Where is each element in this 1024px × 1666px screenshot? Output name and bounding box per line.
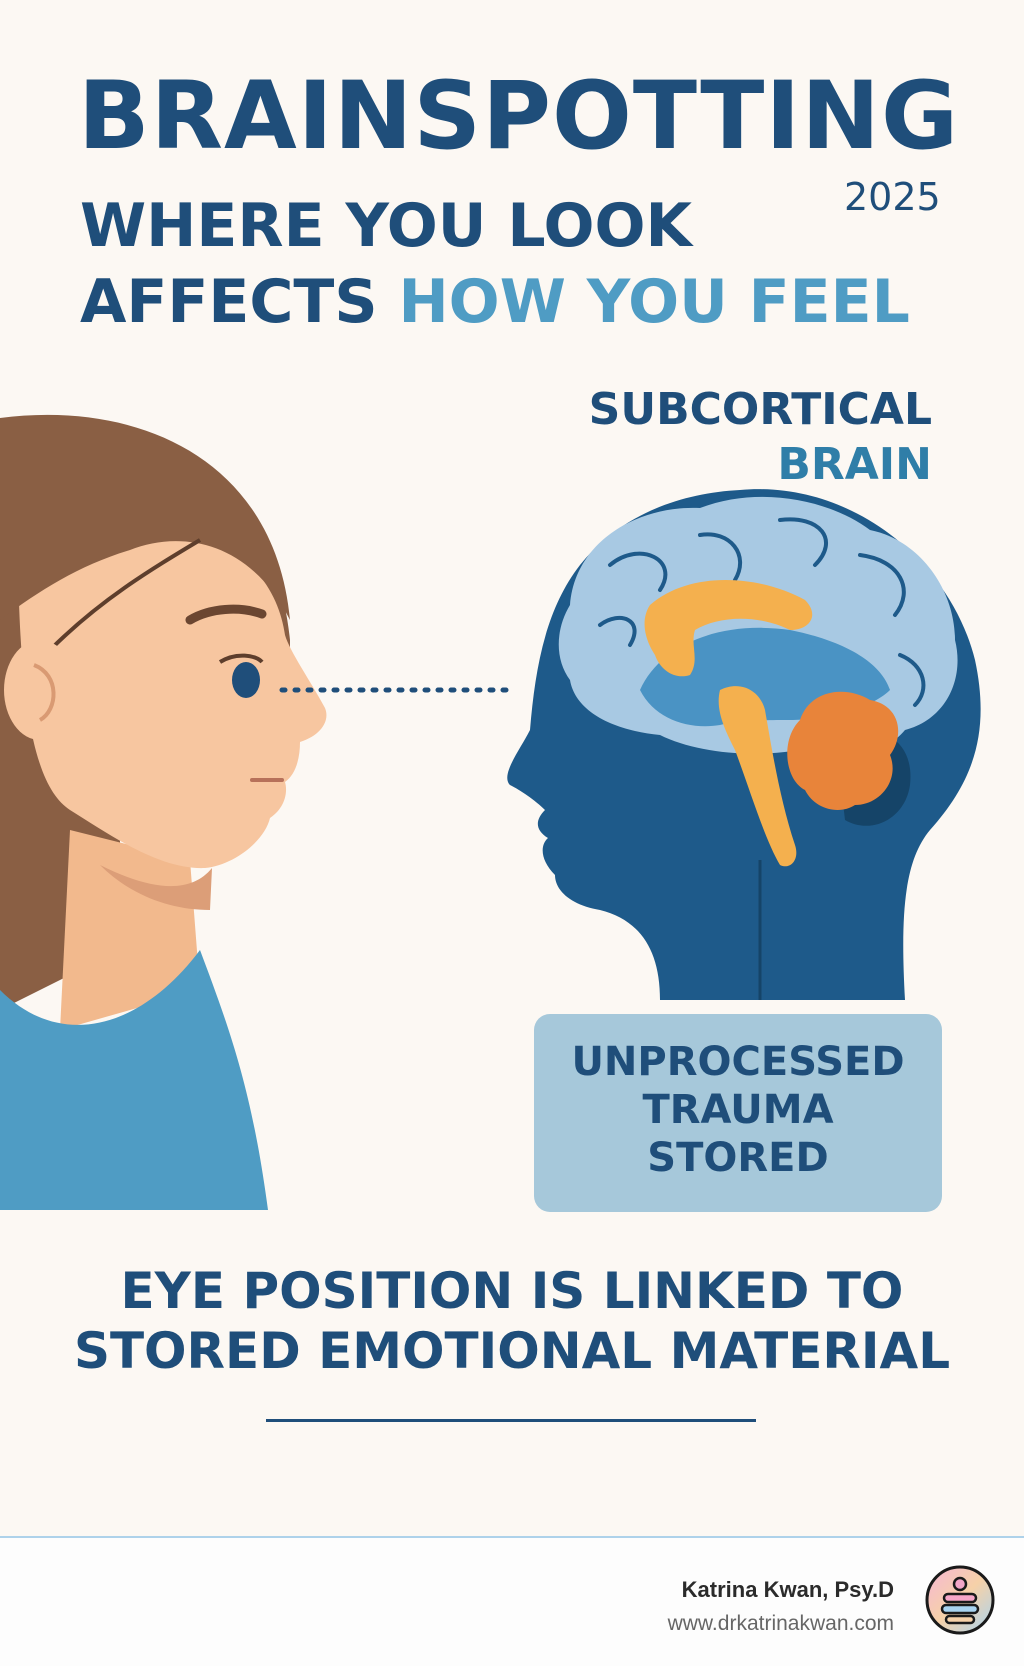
footer-separator <box>0 1536 1024 1538</box>
trauma-box: UNPROCESSED TRAUMA STORED <box>534 1014 942 1212</box>
trauma-line-3: STORED <box>647 1135 829 1181</box>
year-label: 2025 <box>844 175 941 219</box>
woman-hair-fringe <box>0 414 290 620</box>
trauma-line-2: TRAUMA <box>642 1087 834 1133</box>
footer <box>0 1538 1024 1666</box>
divider-rule <box>266 1419 756 1422</box>
statement-line-1: EYE POSITION IS LINKED TO <box>120 1262 904 1320</box>
woman-jaw-shadow <box>100 865 212 910</box>
statement-line-2: STORED EMOTIONAL MATERIAL <box>73 1322 951 1380</box>
brain-corpus-yellow <box>644 580 813 677</box>
woman-figure <box>0 414 513 1210</box>
brain-cerebellum <box>787 691 899 810</box>
head-silhouette <box>507 489 981 1000</box>
subtitle-line-2: AFFECTS HOW YOU FEEL <box>80 272 910 332</box>
woman-ear-inner <box>33 663 56 722</box>
website-link[interactable]: www.drkatrinakwan.com <box>667 1612 894 1635</box>
subtitle-line-1: WHERE YOU LOOK <box>80 191 692 261</box>
illustration <box>0 414 981 1210</box>
author-name: Katrina Kwan, Psy.D <box>681 1577 894 1602</box>
subtitle-affects: AFFECTS <box>80 267 378 337</box>
woman-shirt <box>0 950 268 1210</box>
logo-icon <box>925 1565 995 1635</box>
brain-sulci <box>598 517 926 707</box>
woman-hair-strand <box>48 538 202 652</box>
woman-eyelid <box>218 653 264 664</box>
subtitle-how-you-feel: HOW YOU FEEL <box>398 267 910 337</box>
poster-title: BRAINSPOTTING <box>78 62 960 171</box>
brain-label-subcortical: SUBCORTICAL <box>588 384 932 435</box>
brain-label-brain: BRAIN <box>777 439 932 490</box>
brain-stem <box>718 686 797 867</box>
woman-eye <box>232 662 260 698</box>
woman-eyebrow <box>185 604 267 625</box>
woman-ear <box>4 640 76 740</box>
woman-neck <box>60 830 200 1030</box>
trauma-line-1: UNPROCESSED <box>571 1039 905 1085</box>
